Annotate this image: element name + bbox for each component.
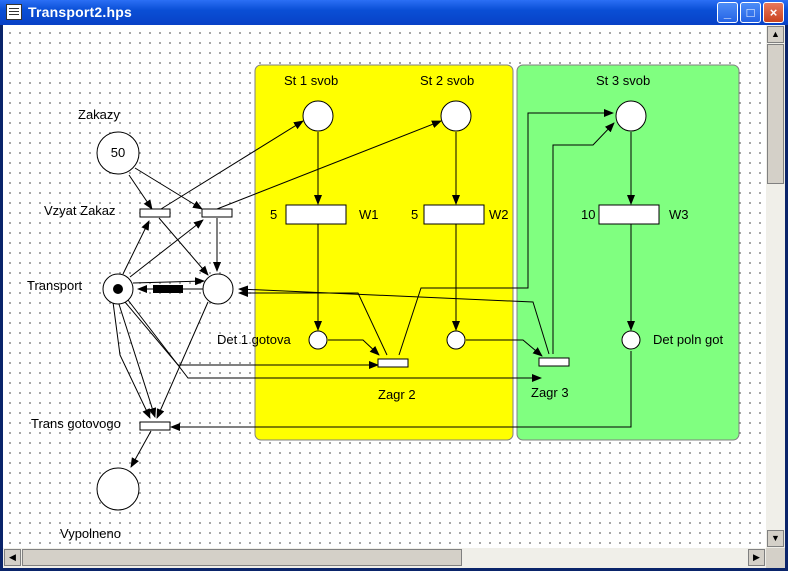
arc-zakazy-vzyat [128, 174, 153, 210]
arc-zagr2-st3 [398, 109, 614, 356]
label-w1: W1 [359, 207, 379, 222]
label-det1: Det 1 gotova [217, 332, 291, 347]
label-st1: St 1 svob [284, 73, 338, 88]
label-w2: W2 [489, 207, 509, 222]
place-st3[interactable] [615, 100, 647, 132]
vertical-scroll-thumb[interactable] [767, 44, 784, 184]
transition-w2[interactable] [423, 204, 485, 225]
label-trans-gotovogo: Trans gotovogo [31, 416, 121, 431]
place-zakazy[interactable] [96, 131, 140, 175]
document-area: 50 Zakazy Vzyat Zakaz Transport Trans go… [3, 25, 785, 568]
label-det-poln: Det poln got [653, 332, 723, 347]
arc-vzyat-aux [158, 217, 209, 276]
arc-detpoln-trans-gotovogo [170, 351, 632, 431]
scroll-down-button[interactable]: ▼ [767, 530, 784, 547]
transition-zagr3[interactable] [538, 357, 570, 367]
arcs [112, 109, 635, 468]
transition-zagr2[interactable] [377, 358, 409, 368]
label-transport: Transport [27, 278, 83, 293]
close-button[interactable]: × [763, 2, 784, 23]
label-zagr3: Zagr 3 [531, 385, 569, 400]
inhibitor-arc-bar [153, 285, 183, 293]
label-st3: St 3 svob [596, 73, 650, 88]
green-zone [516, 64, 740, 441]
label-zakazy: Zakazy [78, 107, 120, 122]
arc-zakazy-transfer [134, 167, 203, 210]
window-title: Transport2.hps [28, 4, 132, 20]
label-w3: W3 [669, 207, 689, 222]
scroll-up-button[interactable]: ▲ [767, 26, 784, 43]
arc-vzyat-st1 [160, 120, 304, 210]
document-icon [6, 4, 22, 20]
arc-trans-gotovogo-vypolneno [130, 430, 152, 468]
vertical-scrollbar[interactable]: ▲ ▼ [766, 25, 785, 548]
place-st1[interactable] [302, 100, 334, 132]
delay-w2: 5 [411, 207, 418, 222]
token-dot [113, 284, 123, 294]
scroll-right-button[interactable]: ▶ [748, 549, 765, 566]
arc-transport-aux [132, 277, 205, 286]
label-vzyat-zakaz: Vzyat Zakaz [44, 203, 116, 218]
arc-zagr3-st3 [552, 122, 615, 354]
arc-zagr2-aux [238, 289, 388, 356]
tokens-zakazy: 50 [111, 145, 125, 160]
arc-transport-transfer [129, 219, 204, 278]
arc-transfer-st2 [216, 120, 442, 210]
place-aux[interactable] [202, 273, 234, 305]
place-st2[interactable] [440, 100, 472, 132]
place-det1[interactable] [308, 330, 328, 350]
minimize-button[interactable]: _ [717, 2, 738, 23]
label-zagr2: Zagr 2 [378, 387, 416, 402]
transition-w3[interactable] [598, 204, 660, 225]
horizontal-scroll-thumb[interactable] [22, 549, 462, 566]
transition-trans-gotovogo[interactable] [139, 421, 171, 431]
arc-zagr3-aux [238, 285, 550, 355]
arc-det2-zagr3 [466, 339, 543, 357]
arc-aux-trans-gotovogo [156, 301, 209, 419]
place-vypolneno[interactable] [96, 467, 140, 511]
arc-transport-trans-gotovogo-2 [117, 300, 157, 418]
transition-vzyat[interactable] [139, 208, 171, 218]
yellow-zone [254, 64, 514, 441]
petri-net-diagram: 50 Zakazy Vzyat Zakaz Transport Trans go… [27, 64, 740, 541]
horizontal-scrollbar[interactable]: ◀ ▶ [3, 548, 766, 568]
scrollbar-corner [766, 548, 785, 568]
maximize-button[interactable]: □ [740, 2, 761, 23]
place-det2[interactable] [446, 330, 466, 350]
title-bar[interactable]: Transport2.hps _ □ × [0, 0, 788, 25]
label-vypolneno: Vypolneno [60, 526, 121, 541]
delay-w1: 5 [270, 207, 277, 222]
petri-net-canvas[interactable]: 50 Zakazy Vzyat Zakaz Transport Trans go… [3, 25, 766, 548]
transition-transfer[interactable] [201, 208, 233, 218]
delay-w3: 10 [581, 207, 595, 222]
arc-transport-zagr3 [127, 299, 542, 382]
arc-transport-trans-gotovogo-1 [112, 301, 151, 419]
place-detpoln[interactable] [621, 330, 641, 350]
scroll-left-button[interactable]: ◀ [4, 549, 21, 566]
label-st2: St 2 svob [420, 73, 474, 88]
arc-det1-zagr2 [328, 339, 380, 356]
transition-w1[interactable] [285, 204, 347, 225]
arc-transport-vzyat [122, 220, 150, 275]
